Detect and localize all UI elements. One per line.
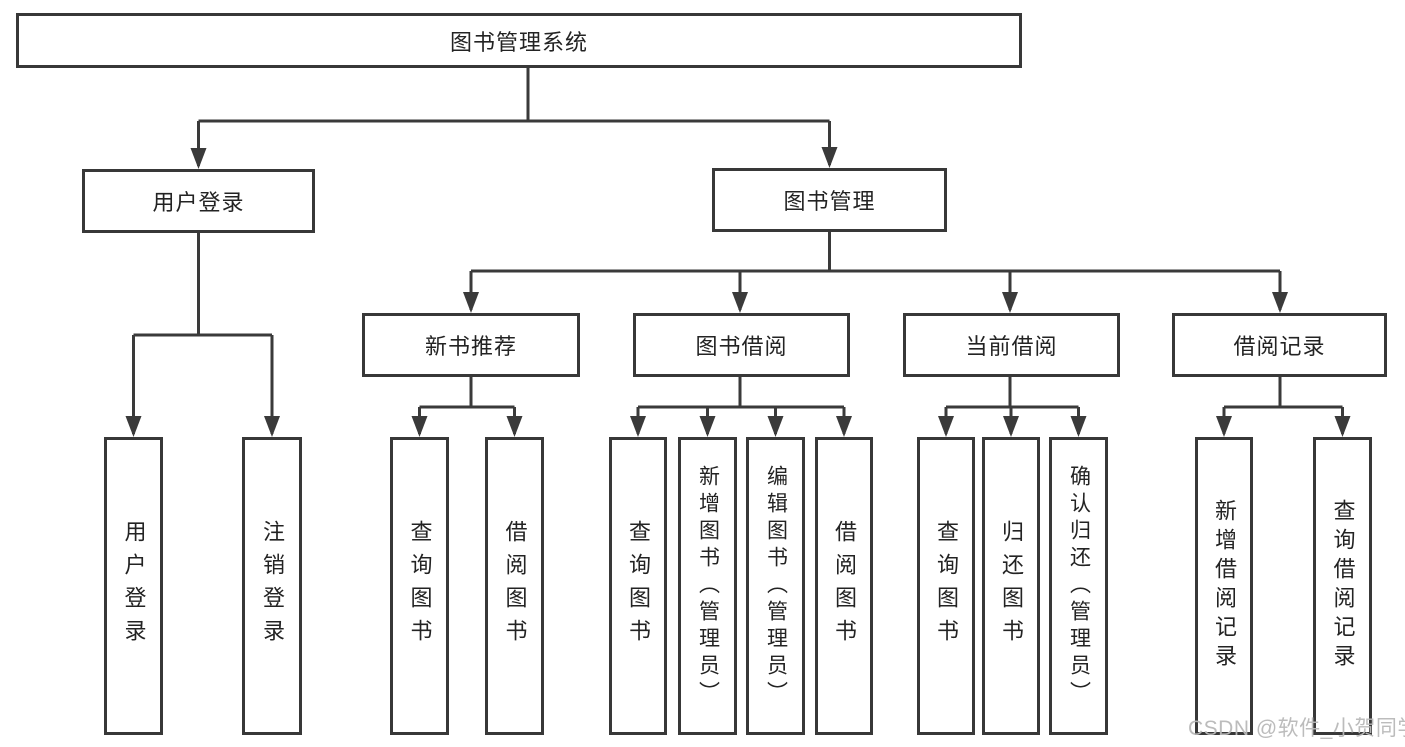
arrowhead [1272,292,1288,313]
arrowhead [1070,416,1087,437]
node-library-system: 图书管理系统 [16,13,1022,68]
arrowhead [1002,292,1018,313]
leaf-borrowing-edit-books-admin: 编辑图书（管理员） [746,437,805,735]
arrowhead [463,292,479,313]
leaf-borrowing-add-books-admin: 新增图书（管理员） [678,437,737,735]
arrowhead [767,416,784,437]
arrowhead [732,292,748,313]
node-current-borrowing: 当前借阅 [903,313,1120,377]
node-user-login: 用户登录 [82,169,315,233]
node-book-borrowing: 图书借阅 [633,313,850,377]
arrowhead [506,416,523,437]
arrowhead [938,416,954,437]
leaf-current-confirm-return-admin: 确认归还（管理员） [1049,437,1108,735]
node-borrowing-records: 借阅记录 [1172,313,1387,377]
leaf-recommend-borrow-books: 借阅图书 [485,437,544,735]
arrowhead [190,148,207,169]
leaf-current-return-books: 归还图书 [982,437,1040,735]
arrowhead [1216,416,1232,437]
leaf-records-query-record: 查询借阅记录 [1313,437,1372,735]
leaf-borrowing-borrow-books: 借阅图书 [815,437,873,735]
leaf-user-login: 用户登录 [104,437,163,735]
leaf-borrowing-query-books: 查询图书 [609,437,667,735]
arrowhead [1003,416,1019,437]
watermark-text: CSDN @软件_小贺同学 [1188,717,1405,740]
arrowhead [264,416,280,437]
arrowhead [1334,416,1351,437]
arrowhead [411,416,428,437]
arrowhead [630,416,646,437]
arrowhead [125,416,142,437]
leaf-logout: 注销登录 [242,437,302,735]
arrowhead [836,416,852,437]
arrowhead [699,416,716,437]
leaf-records-add-record: 新增借阅记录 [1195,437,1253,735]
arrowhead [821,147,838,168]
leaf-recommend-query-books: 查询图书 [390,437,449,735]
leaf-current-query-books: 查询图书 [917,437,975,735]
node-new-book-recommend: 新书推荐 [362,313,580,377]
node-book-management: 图书管理 [712,168,947,232]
